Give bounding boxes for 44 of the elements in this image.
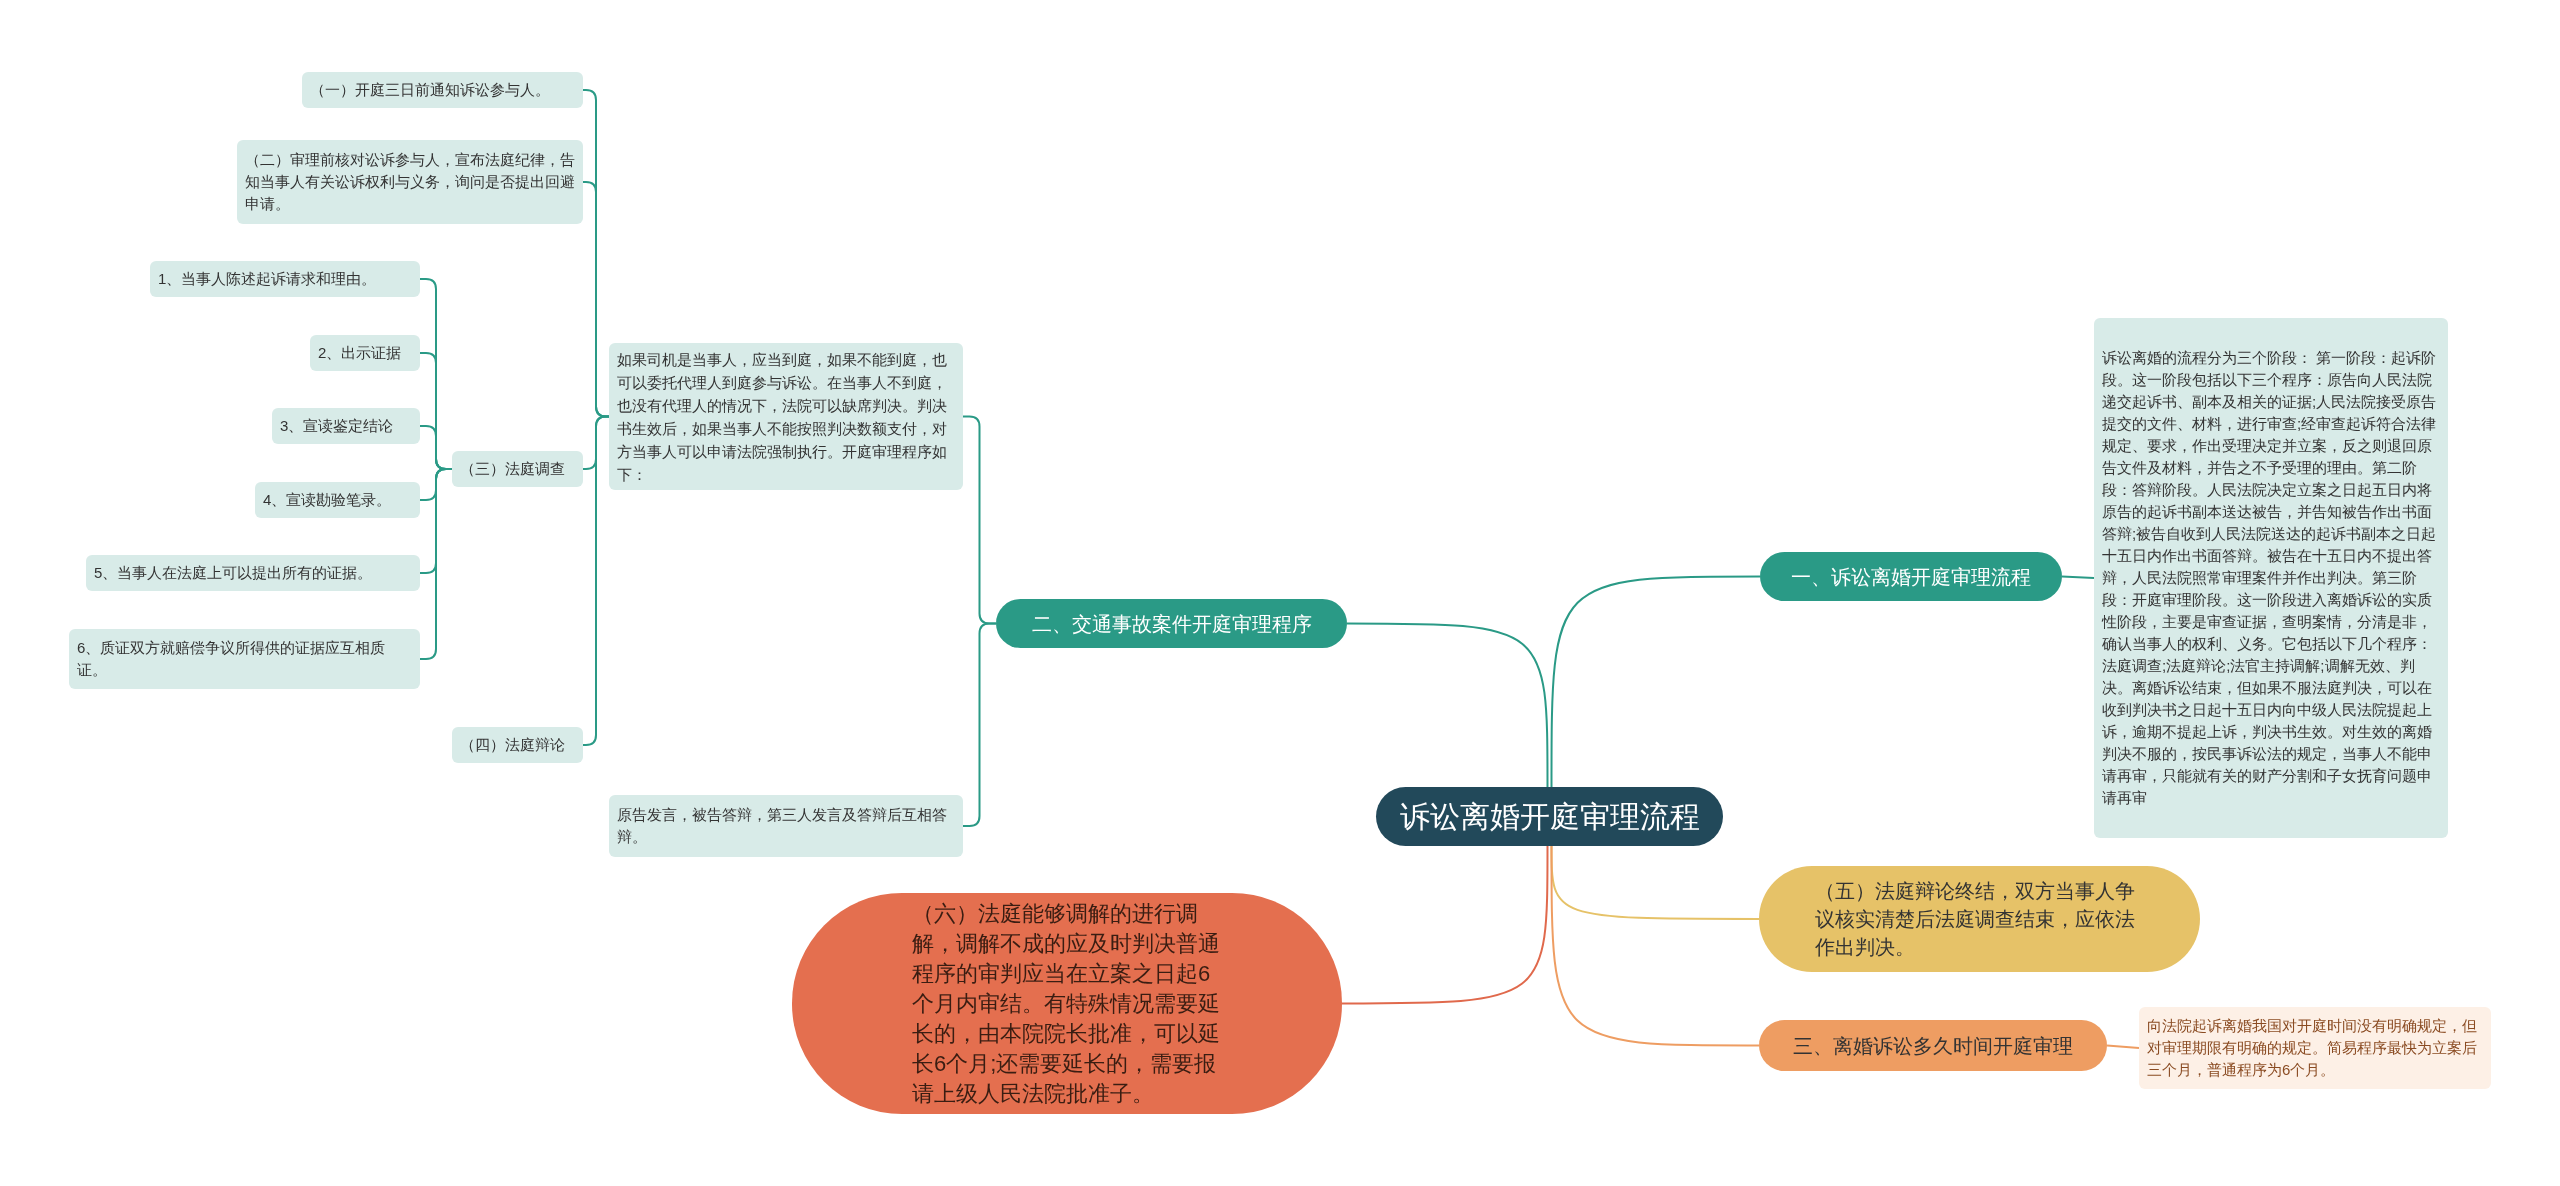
subtopic-box bbox=[310, 335, 420, 371]
subtopic-box bbox=[452, 451, 583, 487]
subtopic-box bbox=[302, 72, 583, 108]
note-box bbox=[2139, 1007, 2491, 1089]
topic-text: （五）法庭辩论终结，双方当事人争议核实清楚后法庭调查结束，应依法作出判决。 bbox=[1815, 879, 2136, 960]
connector-line bbox=[962, 622, 997, 827]
subtopic-box bbox=[452, 727, 583, 763]
topic-text: （二）审理前核对讼诉参与人，宣布法庭纪律，告知当事人有关讼诉权利与义务，询问是否提出回避申请。 bbox=[245, 150, 575, 214]
topic-text: 诉讼离婚开庭审理流程 bbox=[1398, 799, 1701, 835]
topic-text: 1、当事人陈述起诉请求和理由。 bbox=[158, 269, 378, 289]
branch-topic bbox=[996, 599, 1347, 648]
connector-line bbox=[582, 415, 610, 746]
topic-text: （四）法庭辩论 bbox=[460, 735, 566, 755]
topic-text: 3、宣读鉴定结论 bbox=[280, 416, 395, 436]
connector-line bbox=[2061, 575, 2095, 579]
topic-text: 4、宣读勘验笔录。 bbox=[263, 490, 393, 510]
connector-line bbox=[1550, 845, 1760, 1047]
subtopic-box bbox=[272, 408, 420, 444]
subtopic-box bbox=[255, 482, 420, 518]
topic-text: 向法院起诉离婚我国对开庭时间没有明确规定，但对审理期限有明确的规定。简易程序最快为立案后三个月，普通程序为6个月。 bbox=[2147, 1016, 2478, 1080]
topic-text: 诉讼离婚的流程分为三个阶段： 第一阶段：起诉阶段。这一阶段包括以下三个程序：原告向人民法院递交起诉书、副本及相关的证据;人民法院接受原告提交的文件、材料，进行审查;经审查起诉符合法律规定、要求，作出受理决定并立案，反之则退回原告文件及材料，并告之不予受理的理由。第二阶段：答辩阶段。人民法院决定立案之日起五日内将原告的起诉书副本送达被告，并告知被告作出书面答辩;被告自收到人民法院送达的起诉书副本之日起十五日内作出书面答辩。被告在十五日内不提出答辩，人民法院照常审理案件并作出判决。第三阶段：开庭审理阶段。这一阶段进入离婚诉讼的实质性阶段，主要是审查证据，查明案情，分清是非，确认当事人的权利、义务。它包括以下几个程序：法庭调查;法庭辩论;法官主持调解;调解无效、判决。离婚诉讼结束，但如果不服法庭判决，可以在收到判决书之日起十五日内向中级人民法院提起上诉，逾期不提起上诉，判决书生效。对生效的离婚判决不服的，按民事诉讼法的规定，当事人不能申请再审，只能就有关的财产分割和子女抚育问题申请再审 bbox=[2102, 348, 2438, 808]
topic-text: 二、交通事故案件开庭审理程序 bbox=[1030, 611, 1313, 637]
topic-text: （三）法庭调查 bbox=[460, 459, 566, 479]
topic-text: 三、离婚诉讼多久时间开庭审理 bbox=[1792, 1033, 2074, 1059]
note-box bbox=[609, 795, 963, 857]
branch-topic bbox=[1759, 1020, 2107, 1071]
topic-text: （六）法庭能够调解的进行调解，调解不成的应及时判决普通程序的审判应当在立案之日起6个月内审结。有特殊情况需要延长的，由本院院长批准，可以延长6个月;还需要延长的，需要报请上级人民法院批准子。 bbox=[912, 899, 1221, 1108]
topic-text: 原告发言，被告答辩，第三人发言及答辩后互相答辩。 bbox=[617, 805, 948, 847]
topic-text: 如果司机是当事人，应当到庭，如果不能到庭，也可以委托代理人到庭参与诉讼。在当事人不到庭，也没有代理人的情况下，法院可以缺席判决。判决书生效后，如果当事人不能按照判决数额支付，对方当事人可以申请法院强制执行。开庭审理程序如下： bbox=[617, 349, 948, 485]
connector-line bbox=[1346, 622, 1549, 788]
connector-line bbox=[1341, 845, 1549, 1005]
connector-line bbox=[1550, 575, 1761, 788]
subtopic-box bbox=[86, 555, 420, 591]
connector-line bbox=[2106, 1044, 2140, 1049]
topic-text: （一）开庭三日前通知诉讼参与人。 bbox=[310, 80, 551, 100]
topic-text: 6、质证双方就赔偿争议所得供的证据应互相质证。 bbox=[77, 638, 387, 680]
subtopic-box bbox=[69, 629, 420, 689]
subtopic-box bbox=[237, 140, 583, 224]
topic-text: 2、出示证据 bbox=[318, 343, 403, 363]
topic-text: 一、诉讼离婚开庭审理流程 bbox=[1790, 564, 2032, 590]
note-box bbox=[2094, 318, 2448, 838]
branch-topic bbox=[1760, 552, 2062, 601]
subtopic-box bbox=[150, 261, 420, 297]
topic-text: 5、当事人在法庭上可以提出所有的证据。 bbox=[94, 563, 374, 583]
